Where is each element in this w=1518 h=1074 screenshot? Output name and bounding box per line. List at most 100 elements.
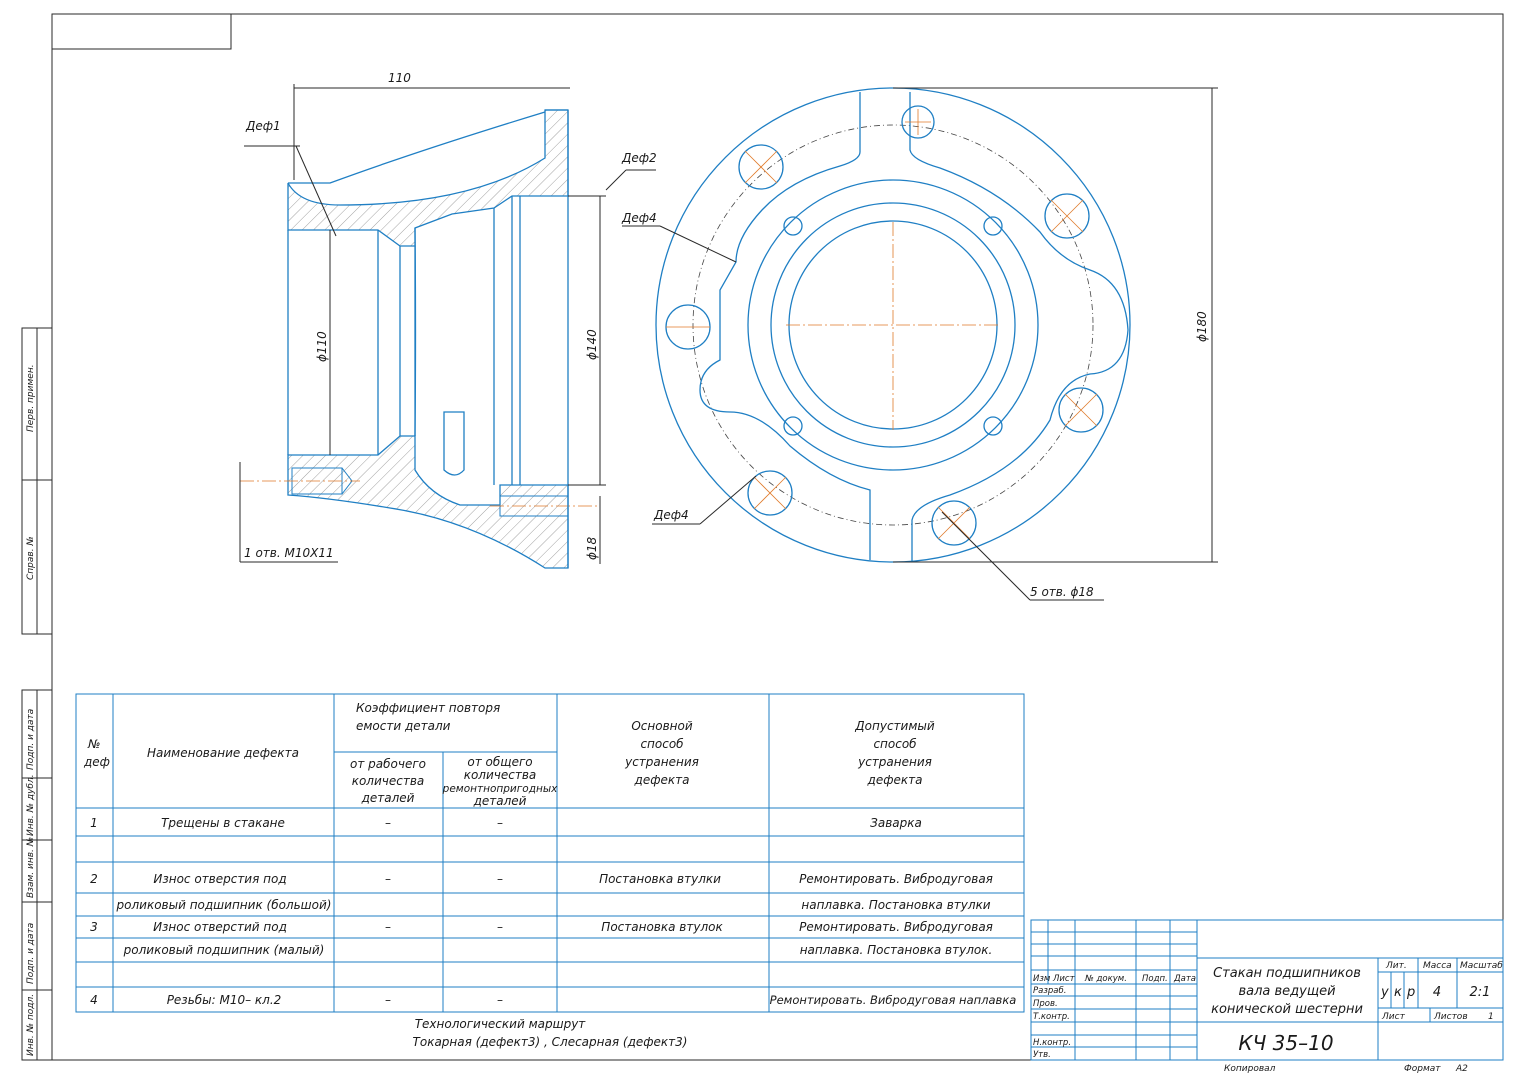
tb-scale-value: 2:1	[1470, 985, 1491, 1000]
title-block: Изм Лист № докум. Подп. Дата Разраб. Про…	[1030, 919, 1504, 1074]
row5-num: 3	[90, 920, 98, 934]
route-note: Технологический маршрут Токарная (дефект…	[413, 1017, 688, 1049]
row1-alt: Заварка	[870, 816, 922, 830]
hdr-main-3: устранения	[624, 755, 699, 769]
tb-lit-3: р	[1406, 985, 1415, 1000]
hdr-coef-1: Коэффициент повторя	[356, 701, 500, 715]
row8-c1: –	[385, 993, 391, 1007]
hdr-num-1: №	[87, 737, 100, 751]
row5-c1: –	[385, 920, 391, 934]
hdr-main-2: способ	[640, 737, 684, 751]
hdr-coef-total-3: ремонтнопригодных	[442, 783, 558, 795]
tb-data: Дата	[1173, 974, 1196, 984]
stamp-podp-data-2: Подп. и дата	[26, 923, 36, 984]
tb-podp: Подп.	[1142, 974, 1168, 984]
row8-num: 4	[90, 993, 98, 1007]
tb-name-2: вала ведущей	[1238, 984, 1335, 999]
stamp-inv-podl: Инв. № подл.	[26, 994, 36, 1056]
front-view	[655, 87, 1131, 563]
stamp-vzam-inv: Взам. инв. №	[26, 837, 36, 898]
stamp-inv-dubl: Инв. № дубл.	[26, 774, 36, 836]
tb-format-value: А2	[1455, 1064, 1468, 1074]
row8-c2: –	[497, 993, 503, 1007]
dim-outer-dia: ϕ180	[1195, 311, 1209, 342]
label-def2: Деф2	[621, 151, 657, 165]
label-def1: Деф1	[245, 119, 281, 133]
hdr-alt-3: устранения	[857, 755, 932, 769]
row5-c2: –	[497, 920, 503, 934]
hdr-coef-2: емости детали	[356, 719, 451, 733]
row3-alt: Ремонтировать. Вибродуговая	[799, 872, 993, 886]
defect-table: № деф Наименование дефекта Коэффициент п…	[75, 693, 1025, 1013]
note-thread-holes: 1 отв. M10X11	[244, 546, 334, 560]
stamp-sprav: Справ. №	[26, 536, 36, 580]
tb-name-3: конической шестерни	[1211, 1002, 1363, 1017]
tb-mass-value: 4	[1433, 985, 1441, 1000]
tb-scale-label: Масштаб	[1460, 961, 1503, 971]
row5-main: Постановка втулок	[601, 920, 723, 934]
dim-length-top: 110	[388, 71, 411, 85]
hdr-num-2: деф	[83, 755, 110, 769]
stamp-podp-data-1: Подп. и дата	[26, 709, 36, 770]
row5-alt: Ремонтировать. Вибродуговая	[799, 920, 993, 934]
tb-razrab: Разраб.	[1033, 986, 1066, 996]
dim-bore-dia: ϕ140	[585, 329, 599, 360]
dim-hole-dia: ϕ18	[585, 536, 599, 560]
hdr-coef-work-1: от рабочего	[350, 757, 426, 771]
row8-alt: Ремонтировать. Вибродуговая наплавка	[770, 993, 1017, 1007]
hdr-coef-work-3: деталей	[361, 791, 415, 805]
stamp-perv: Перв. примен.	[26, 364, 36, 432]
hdr-alt-2: способ	[873, 737, 917, 751]
tb-sheets-label: Листов	[1433, 1012, 1468, 1022]
row5-name: Износ отверстий под	[153, 920, 287, 934]
tb-lit-label: Лит.	[1385, 961, 1407, 971]
tb-copied: Копировал	[1224, 1064, 1276, 1074]
row4-name: роликовый подшипник (большой)	[116, 898, 332, 912]
row1-c2: –	[497, 816, 503, 830]
row3-num: 2	[90, 872, 98, 886]
hdr-coef-total-1: от общего	[467, 755, 532, 769]
route-steps: Токарная (дефект3) , Слесарная (дефект3)	[413, 1035, 688, 1049]
row3-main: Постановка втулки	[599, 872, 721, 886]
dim-inner-dia: ϕ110	[315, 331, 329, 362]
tb-sheets-value: 1	[1488, 1012, 1494, 1022]
note-bolt-holes: 5 отв. ϕ18	[1030, 585, 1094, 599]
route-title: Технологический маршрут	[415, 1017, 587, 1031]
tb-name-1: Стакан подшипников	[1213, 966, 1361, 981]
hdr-coef-total-4: деталей	[473, 794, 527, 808]
row1-c1: –	[385, 816, 391, 830]
row1-name: Трещены в стакане	[161, 816, 285, 830]
row8-name: Резьбы: M10– кл.2	[167, 993, 282, 1007]
row4-alt: наплавка. Постановка втулки	[801, 898, 990, 912]
hdr-alt-4: дефекта	[867, 773, 923, 787]
side-stamps: Перв. примен. Справ. № Подп. и дата Инв.…	[21, 327, 53, 1061]
section-dimensions: 110 ϕ110 ϕ140 ϕ18 1 отв. M10X11 Деф1 Деф…	[239, 71, 657, 564]
front-dimensions: ϕ180 5 отв. ϕ18 Деф4 Деф4	[621, 87, 1218, 601]
row3-c1: –	[385, 872, 391, 886]
hdr-alt-1: Допустимый	[854, 719, 935, 733]
tb-ndoc: № докум.	[1084, 974, 1127, 984]
row3-name: Износ отверстия под	[153, 872, 286, 886]
tb-format-label: Формат	[1404, 1064, 1441, 1074]
tb-nkontr: Н.контр.	[1033, 1038, 1071, 1048]
hdr-coef-total-2: количества	[464, 768, 537, 782]
section-view	[240, 109, 600, 569]
hdr-name: Наименование дефекта	[147, 746, 299, 760]
row6-alt: наплавка. Постановка втулок.	[800, 943, 993, 957]
label-def4-lower: Деф4	[653, 508, 689, 522]
row6-name: роликовый подшипник (малый)	[123, 943, 325, 957]
tb-prov: Пров.	[1033, 999, 1058, 1009]
hdr-main-4: дефекта	[634, 773, 690, 787]
tb-list: Лист	[1052, 974, 1076, 984]
tb-izm: Изм	[1033, 974, 1051, 984]
hdr-coef-work-2: количества	[352, 774, 425, 788]
row1-num: 1	[90, 816, 98, 830]
tb-utv: Утв.	[1033, 1050, 1051, 1060]
tb-sheet-label: Лист	[1381, 1012, 1406, 1022]
tb-lit-1: у	[1380, 985, 1389, 1000]
tb-mass-label: Масса	[1423, 961, 1452, 971]
tb-designation: КЧ 35–10	[1238, 1031, 1333, 1055]
row3-c2: –	[497, 872, 503, 886]
label-def4-upper: Деф4	[621, 211, 657, 225]
